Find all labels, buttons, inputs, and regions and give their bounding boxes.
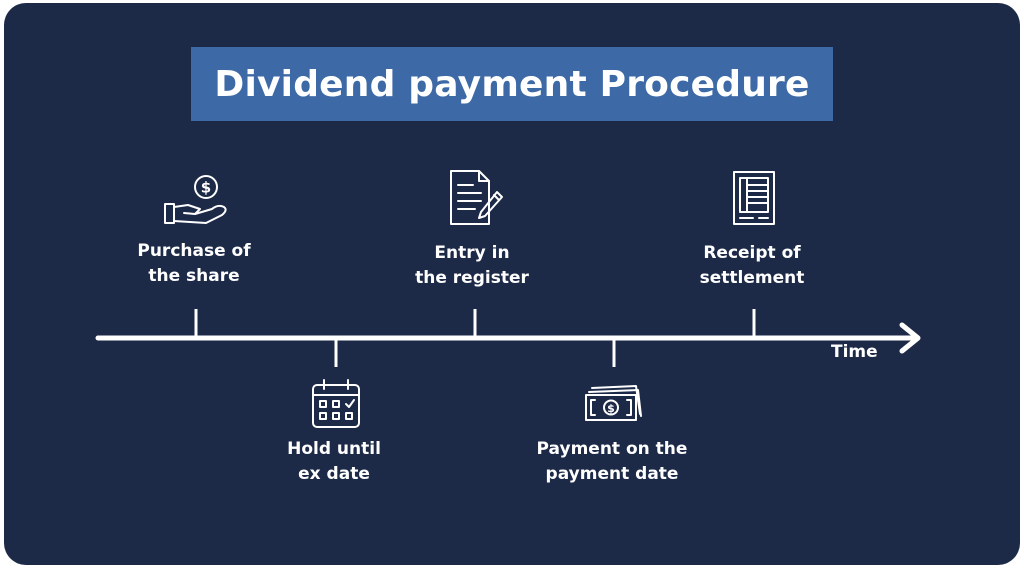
banknotes-icon: $ bbox=[585, 385, 642, 421]
step-label-line: the register bbox=[415, 268, 529, 288]
receipt-icon bbox=[733, 171, 775, 225]
step-label-line: ex date bbox=[298, 464, 370, 484]
diagram-title: Dividend payment Procedure bbox=[214, 63, 810, 105]
hand-dollar-icon: $ bbox=[164, 175, 227, 224]
axis-label-time: Time bbox=[831, 342, 878, 362]
step-label-entry: Entry in the register bbox=[415, 241, 529, 291]
timeline-arrowhead bbox=[899, 322, 921, 354]
step-label-line: Receipt of bbox=[703, 243, 801, 263]
timeline bbox=[95, 309, 921, 367]
title-banner: Dividend payment Procedure bbox=[191, 47, 833, 121]
step-label-hold: Hold until ex date bbox=[287, 437, 381, 487]
step-label-line: settlement bbox=[699, 268, 805, 288]
diagram-card: Dividend payment Procedure $ bbox=[4, 3, 1020, 565]
step-label-line: Hold until bbox=[287, 439, 381, 459]
calendar-icon bbox=[312, 379, 360, 428]
svg-text:$: $ bbox=[201, 179, 211, 197]
step-label-purchase: Purchase of the share bbox=[137, 239, 250, 289]
step-label-line: Payment on the bbox=[536, 439, 688, 459]
document-pen-icon bbox=[450, 170, 503, 225]
step-label-line: payment date bbox=[545, 464, 679, 484]
step-label-payment: Payment on the payment date bbox=[537, 437, 688, 487]
step-label-line: the share bbox=[148, 266, 240, 286]
step-label-receipt: Receipt of settlement bbox=[700, 241, 805, 291]
step-label-line: Purchase of bbox=[137, 241, 251, 261]
svg-text:$: $ bbox=[607, 402, 615, 415]
step-label-line: Entry in bbox=[434, 243, 510, 263]
